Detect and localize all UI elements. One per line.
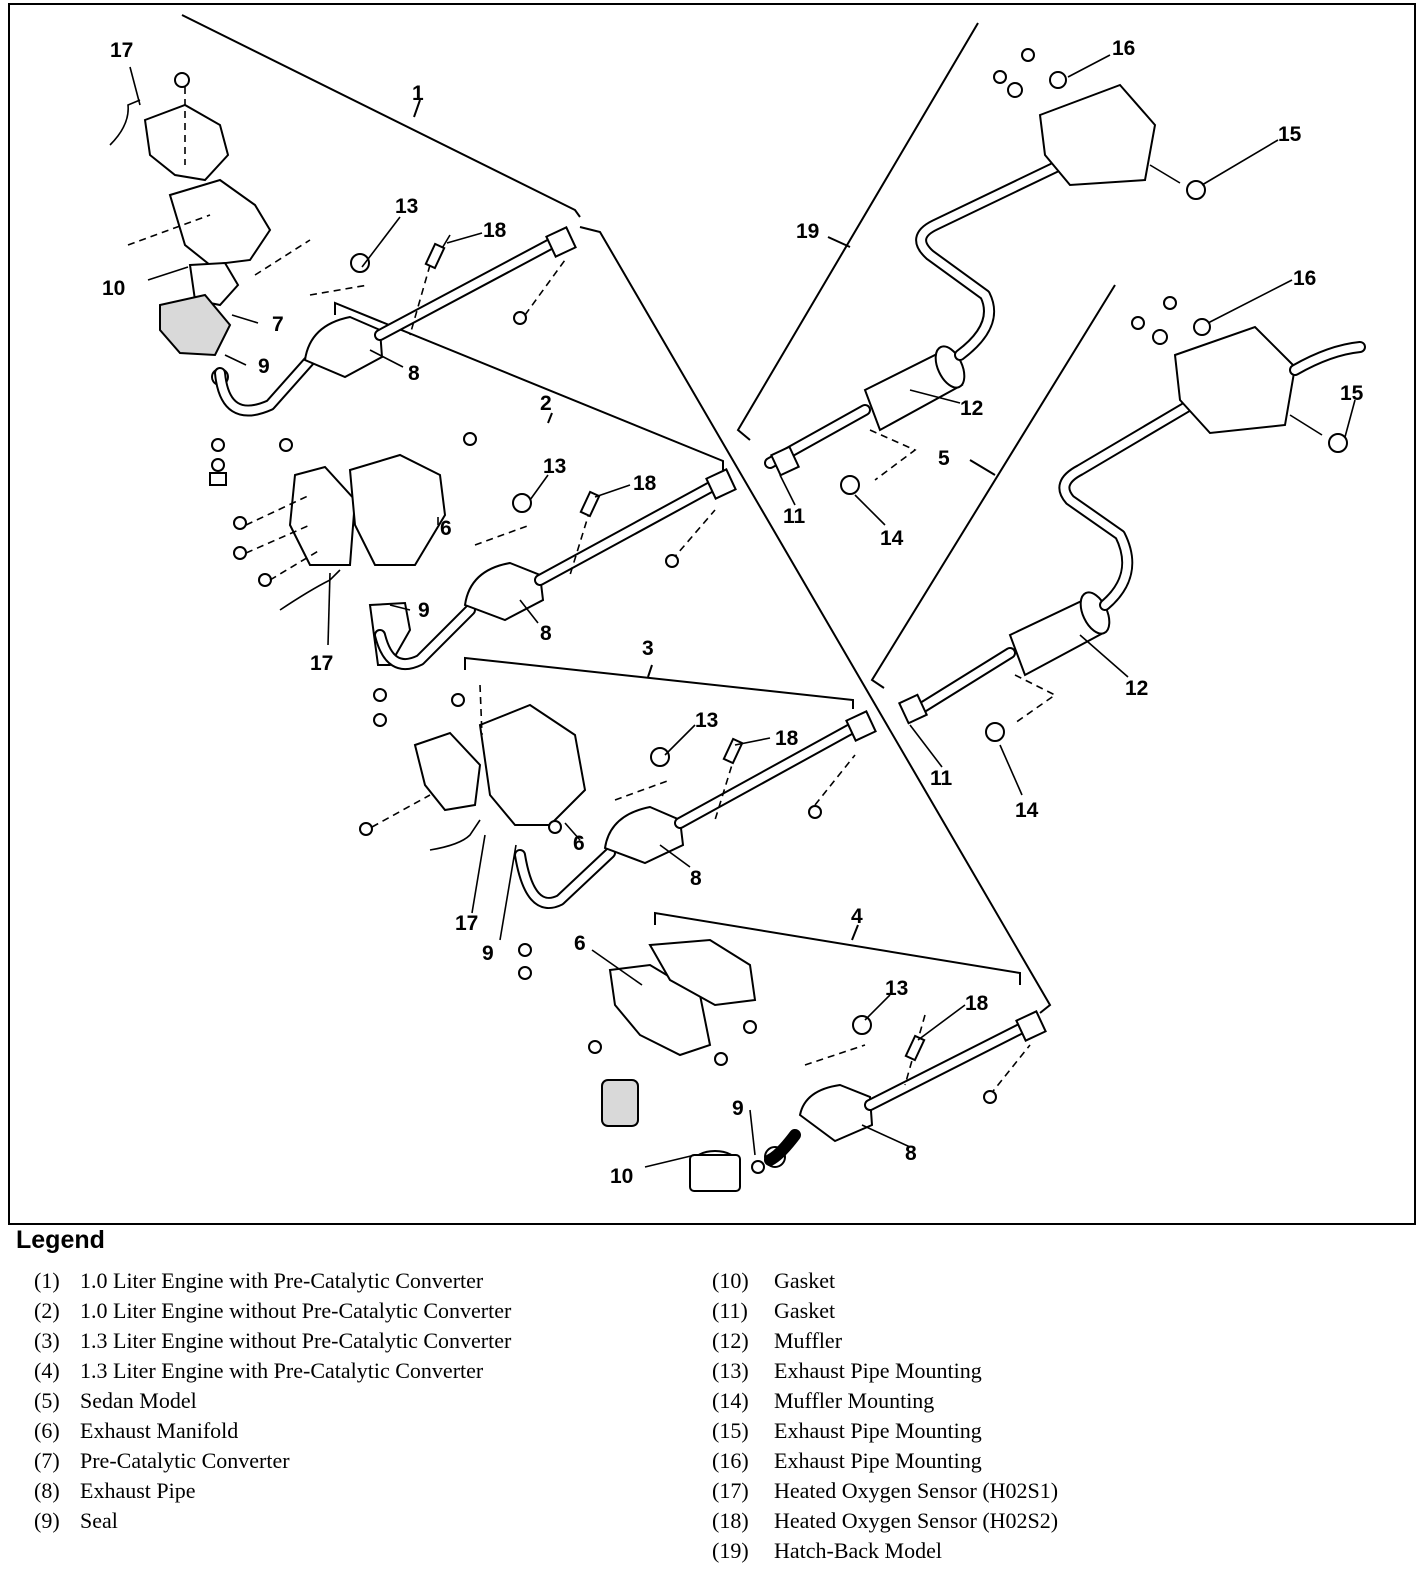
sedan-muffler-assembly xyxy=(897,296,1366,742)
callout-labels: 1 2 3 4 5 6 6 6 7 8 8 8 8 9 9 9 9 10 10 … xyxy=(102,37,1364,1188)
callout-14a: 14 xyxy=(880,527,904,550)
group-bracket-5 xyxy=(870,284,1116,689)
callout-12a: 12 xyxy=(960,397,983,420)
callout-11b: 11 xyxy=(930,767,953,790)
legend-item: (14)Muffler Mounting xyxy=(712,1388,935,1413)
legend-right-column: (10)Gasket (11)Gasket (12)Muffler (13)Ex… xyxy=(712,1266,1058,1566)
legend-item: (4)1.3 Liter Engine with Pre-Catalytic C… xyxy=(34,1358,484,1383)
exhaust-system-diagram: 1 2 3 4 5 6 6 6 7 8 8 8 8 9 9 9 9 10 10 … xyxy=(8,3,1416,1225)
callout-5: 5 xyxy=(938,447,950,470)
callout-17c: 17 xyxy=(455,912,478,935)
callout-10a: 10 xyxy=(102,277,125,300)
legend-item: (18)Heated Oxygen Sensor (H02S2) xyxy=(712,1508,1059,1533)
callout-6a: 6 xyxy=(440,517,452,540)
callout-18d: 18 xyxy=(965,992,989,1015)
callout-19: 19 xyxy=(796,220,819,243)
callout-12b: 12 xyxy=(1125,677,1148,700)
legend-item: (12)Muffler xyxy=(712,1328,843,1353)
callout-8d: 8 xyxy=(905,1142,917,1165)
callout-9a: 9 xyxy=(258,355,270,378)
callout-18b: 18 xyxy=(633,472,657,495)
engine-4-assembly xyxy=(588,938,1047,1192)
legend-item: (8)Exhaust Pipe xyxy=(34,1478,196,1503)
legend-item: (9)Seal xyxy=(34,1508,118,1533)
legend-item: (15)Exhaust Pipe Mounting xyxy=(712,1418,982,1443)
engine-1-assembly xyxy=(109,72,577,486)
legend-item: (7)Pre-Catalytic Converter xyxy=(34,1448,290,1473)
callout-16a: 16 xyxy=(1112,37,1135,60)
callout-8c: 8 xyxy=(690,867,702,890)
callout-6b: 6 xyxy=(573,832,585,855)
legend-item: (11)Gasket xyxy=(712,1298,836,1323)
callout-1: 1 xyxy=(412,82,424,105)
callout-17b: 17 xyxy=(310,652,333,675)
callout-13d: 13 xyxy=(885,977,908,1000)
callout-18c: 18 xyxy=(775,727,799,750)
engine-3-assembly xyxy=(359,684,877,980)
callout-9c: 9 xyxy=(482,942,494,965)
legend-item: (19)Hatch-Back Model xyxy=(712,1538,942,1563)
callout-8a: 8 xyxy=(408,362,420,385)
callout-18a: 18 xyxy=(483,219,507,242)
legend-left-column: (1)1.0 Liter Engine with Pre-Catalytic C… xyxy=(34,1266,511,1536)
legend-item: (13)Exhaust Pipe Mounting xyxy=(712,1358,982,1383)
callout-14b: 14 xyxy=(1015,799,1039,822)
legend-item: (3)1.3 Liter Engine without Pre-Catalyti… xyxy=(34,1328,512,1353)
group-bracket-1 xyxy=(181,14,1052,1014)
callout-17a: 17 xyxy=(110,39,133,62)
callout-7: 7 xyxy=(272,313,284,336)
legend-item: (2)1.0 Liter Engine without Pre-Catalyti… xyxy=(34,1298,512,1323)
callout-3: 3 xyxy=(642,637,654,660)
callout-13b: 13 xyxy=(543,455,566,478)
callout-6c: 6 xyxy=(574,932,586,955)
callout-10b: 10 xyxy=(610,1165,633,1188)
group-bracket-3 xyxy=(464,656,854,709)
hatchback-muffler-assembly xyxy=(764,48,1206,495)
callout-4: 4 xyxy=(851,905,863,928)
legend-item: (1)1.0 Liter Engine with Pre-Catalytic C… xyxy=(34,1268,484,1293)
callout-11a: 11 xyxy=(783,505,806,528)
callout-8b: 8 xyxy=(540,622,552,645)
callout-15a: 15 xyxy=(1278,123,1302,146)
group-bracket-19 xyxy=(736,22,979,441)
callout-15b: 15 xyxy=(1340,382,1364,405)
legend-title: Legend xyxy=(16,1226,105,1254)
callout-13c: 13 xyxy=(695,709,718,732)
legend-item: (16)Exhaust Pipe Mounting xyxy=(712,1448,982,1473)
diagram-canvas: 1 2 3 4 5 6 6 6 7 8 8 8 8 9 9 9 9 10 10 … xyxy=(102,14,1366,1192)
callout-9b: 9 xyxy=(418,599,430,622)
legend-item: (10)Gasket xyxy=(712,1268,836,1293)
engine-2-assembly xyxy=(233,432,737,727)
legend-item: (6)Exhaust Manifold xyxy=(34,1418,239,1443)
legend-item: (5)Sedan Model xyxy=(34,1388,197,1413)
group-bracket-4 xyxy=(654,911,1021,985)
callout-9d: 9 xyxy=(732,1097,744,1120)
group-bracket-2 xyxy=(334,301,724,470)
callout-16b: 16 xyxy=(1293,267,1316,290)
legend-item: (17)Heated Oxygen Sensor (H02S1) xyxy=(712,1478,1059,1503)
callout-13a: 13 xyxy=(395,195,418,218)
callout-2: 2 xyxy=(540,392,552,415)
leader-lines xyxy=(129,54,1356,1168)
